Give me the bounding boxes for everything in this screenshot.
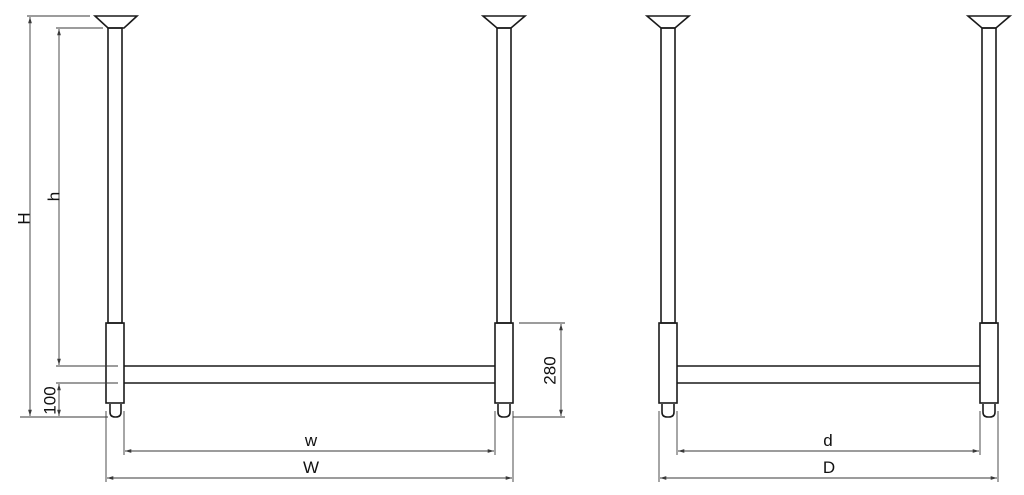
side-left-upper-rod bbox=[660, 27, 676, 324]
left-post bbox=[92, 15, 140, 418]
left-ceiling-flange bbox=[92, 15, 140, 29]
label-280: 280 bbox=[540, 356, 560, 385]
side-view bbox=[644, 15, 1013, 482]
side-left-post bbox=[644, 15, 692, 418]
label-H: H bbox=[14, 212, 34, 225]
right-sleeve bbox=[494, 322, 514, 404]
front-view bbox=[20, 15, 565, 482]
side-right-sleeve bbox=[979, 322, 999, 404]
right-upper-rod bbox=[496, 27, 512, 324]
label-h: h bbox=[44, 191, 64, 202]
dim-D bbox=[658, 411, 999, 482]
front-crossbar bbox=[124, 365, 495, 384]
label-100: 100 bbox=[40, 386, 60, 415]
dim-280 bbox=[513, 322, 565, 418]
label-W: W bbox=[302, 458, 320, 477]
dim-d bbox=[676, 411, 981, 455]
side-left-sleeve bbox=[658, 322, 678, 404]
dim-W bbox=[105, 411, 514, 482]
dim-w bbox=[123, 411, 496, 455]
side-right-upper-rod bbox=[981, 27, 997, 324]
left-sleeve bbox=[105, 322, 125, 404]
left-upper-rod bbox=[107, 27, 123, 324]
right-foot-cap bbox=[497, 404, 511, 418]
label-D: D bbox=[822, 458, 836, 477]
label-w: w bbox=[304, 431, 318, 450]
side-right-foot-cap bbox=[982, 404, 996, 418]
dim-H bbox=[20, 15, 108, 418]
side-right-post bbox=[965, 15, 1013, 418]
side-crossbar bbox=[677, 365, 980, 384]
right-ceiling-flange bbox=[480, 15, 528, 29]
side-left-ceiling-flange bbox=[644, 15, 692, 29]
side-right-ceiling-flange bbox=[965, 15, 1013, 29]
dim-100 bbox=[56, 382, 118, 416]
side-left-foot-cap bbox=[661, 404, 675, 418]
label-d: d bbox=[823, 431, 833, 450]
left-foot-cap bbox=[109, 404, 122, 418]
right-post bbox=[480, 15, 528, 418]
dim-h bbox=[56, 27, 118, 367]
